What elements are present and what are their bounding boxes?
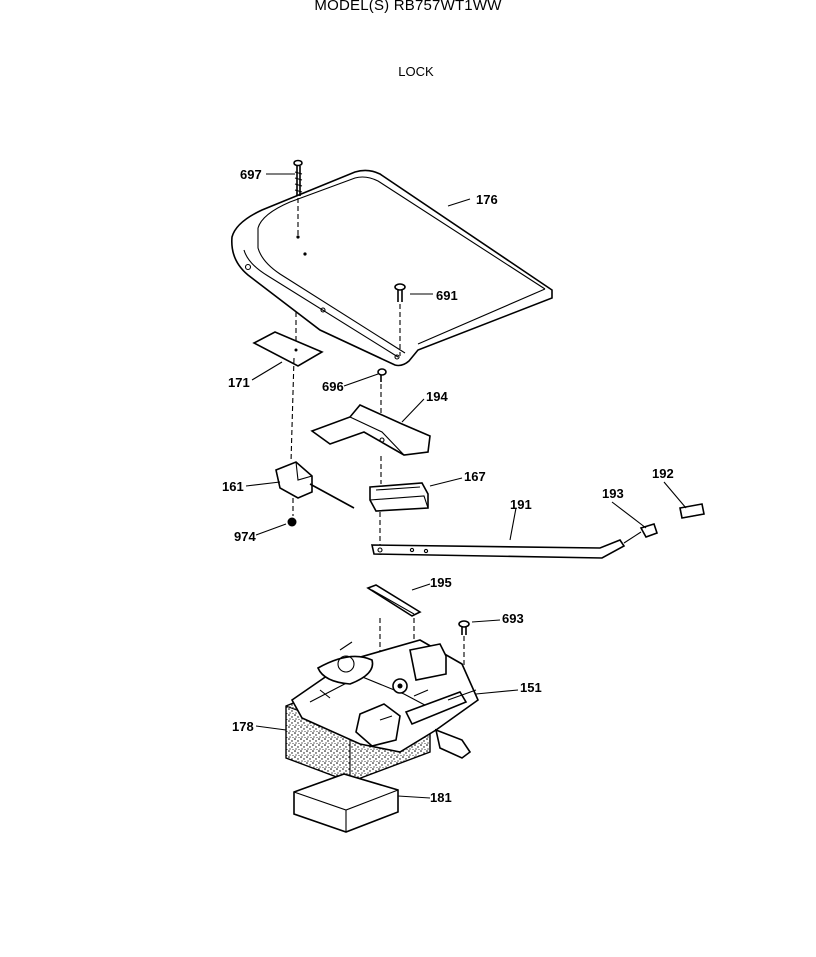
label-171: 171: [228, 375, 250, 390]
label-691: 691: [436, 288, 458, 303]
label-151: 151: [520, 680, 542, 695]
label-193: 193: [602, 486, 624, 501]
part-181-cover: [293, 773, 399, 833]
label-176: 176: [476, 192, 498, 207]
part-696-screw: [377, 368, 387, 440]
part-171-pad: [252, 312, 324, 463]
label-191: 191: [510, 497, 532, 512]
part-194-bracket: [310, 404, 431, 484]
label-696: 696: [322, 379, 344, 394]
label-178: 178: [232, 719, 254, 734]
leader-lines: [245, 173, 687, 799]
label-195: 195: [430, 575, 452, 590]
label-974: 974: [234, 529, 256, 544]
label-161: 161: [222, 479, 244, 494]
label-194: 194: [426, 389, 448, 404]
part-193-clip: [623, 523, 659, 544]
part-191-rod: [370, 539, 626, 559]
part-161-switch: [275, 461, 355, 516]
label-167: 167: [464, 469, 486, 484]
part-167-guide: [369, 482, 429, 548]
label-192: 192: [652, 466, 674, 481]
label-181: 181: [430, 790, 452, 805]
part-974-nut: [287, 517, 297, 527]
label-693: 693: [502, 611, 524, 626]
part-691-screw: [394, 283, 406, 356]
model-title: MODEL(S) RB757WT1WW: [314, 0, 502, 14]
part-697-screw: [293, 159, 303, 235]
part-176-cover: [231, 169, 553, 367]
section-title: LOCK: [398, 64, 434, 79]
part-192-knob: [679, 503, 705, 519]
label-697: 697: [240, 167, 262, 182]
part-151-lock-assembly: [290, 639, 479, 759]
